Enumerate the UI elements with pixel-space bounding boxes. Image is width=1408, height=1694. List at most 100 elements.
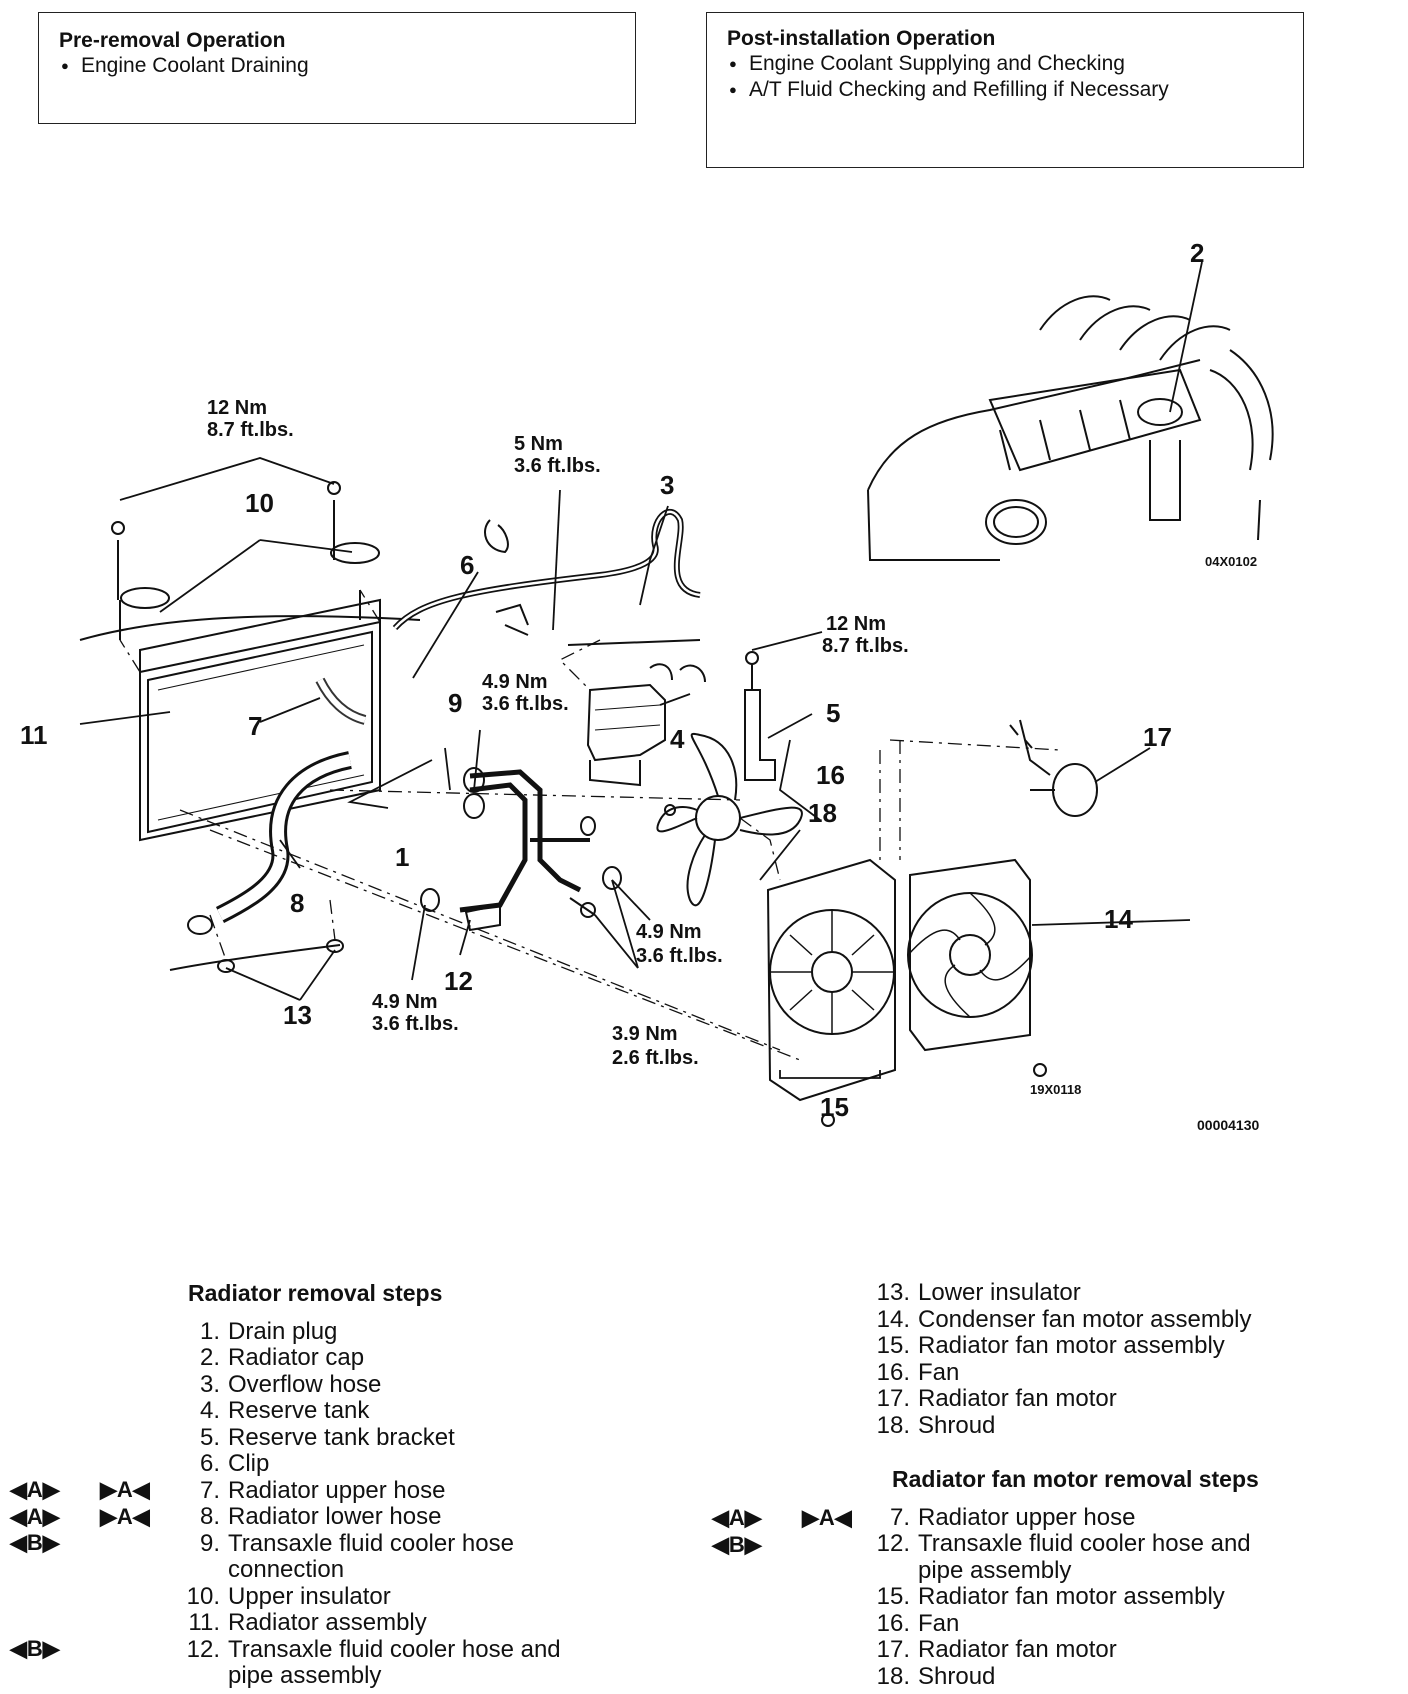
callout-15: 15 [820, 1092, 849, 1122]
step-number: 1. [199, 1317, 220, 1345]
step-label: Transaxle fluid cooler hose and [918, 1530, 1251, 1557]
radiator-removal-heading: Radiator removal steps [188, 1280, 443, 1306]
step-number: 18. [876, 1662, 910, 1690]
callout-5: 5 [826, 698, 840, 728]
page-code: 00004130 [1197, 1117, 1260, 1133]
callout-12: 12 [444, 966, 473, 996]
step-label: Shroud [918, 1411, 996, 1439]
callout-18: 18 [808, 798, 837, 828]
step-label: Transaxle fluid cooler hose [228, 1529, 514, 1557]
shroud-illustration [766, 858, 896, 1127]
callout-numbers: 1 2 3 4 5 6 7 8 9 10 11 12 13 14 15 16 1… [20, 238, 1204, 1122]
condenser-fan-illustration [907, 858, 1047, 1077]
engine-code: 04X0102 [1205, 554, 1257, 569]
step-item: 15.Radiator fan motor assembly [868, 1332, 1388, 1360]
transaxle-pipe-illustration [420, 767, 622, 932]
fan-motor-illustration [1009, 719, 1098, 817]
step-number: 10. [186, 1582, 220, 1610]
step-label: Radiator cap [228, 1344, 365, 1371]
callout-6: 6 [460, 550, 474, 580]
post-installation-item: A/T Fluid Checking and Refilling if Nece… [727, 77, 1303, 103]
callout-7: 7 [248, 711, 262, 741]
callout-8: 8 [290, 888, 304, 918]
step-item: 4.Reserve tank [178, 1397, 658, 1425]
torque-fan-bolts-ftlb: 2.6 ft.lbs. [612, 1047, 699, 1069]
step-label: Radiator fan motor [918, 1636, 1117, 1663]
callout-13: 13 [283, 1000, 312, 1030]
step-item: 11.Radiator assembly [178, 1609, 658, 1637]
step-item: 17.Radiator fan motor [868, 1385, 1388, 1413]
reference-codes: 04X0102 19X0118 00004130 [1030, 554, 1260, 1133]
torque-upper-insulator-nm: 12 Nm [207, 397, 267, 419]
torque-pipe-lower-ftlb: 3.6 ft.lbs. [372, 1013, 459, 1035]
step-number: 5. [199, 1423, 220, 1451]
step-label: Upper insulator [228, 1582, 391, 1610]
step-item: 9. Transaxle fluid cooler hose [178, 1529, 658, 1558]
torque-hose-conn-nm: 4.9 Nm [482, 671, 548, 693]
step-item: 1. Drain plug [178, 1317, 658, 1346]
callout-4: 4 [670, 724, 685, 754]
callout-16: 16 [816, 760, 845, 790]
step-label: Clip [228, 1450, 270, 1477]
step-number [178, 1557, 228, 1584]
torque-hose-conn-ftlb: 3.6 ft.lbs. [482, 693, 569, 715]
step-item: 8.Radiator lower hose [178, 1503, 658, 1531]
step-item: 2.Radiator cap [178, 1344, 658, 1372]
step-number: 17. [876, 1636, 910, 1663]
step-label: Radiator upper hose [918, 1503, 1136, 1531]
step-number: 14. [876, 1305, 910, 1333]
step-item: 17. Radiator fan motor [868, 1636, 1388, 1664]
step-number: 9. [199, 1529, 220, 1557]
step-number: 13. [876, 1279, 910, 1306]
callout-leaders [79, 261, 1203, 1079]
reserve-tank-illustration [392, 509, 706, 787]
step-item: 10. Upper insulator [178, 1582, 658, 1611]
callout-17: 17 [1143, 722, 1172, 752]
step-label: Shroud [918, 1662, 996, 1690]
callout-9: 9 [448, 688, 462, 718]
step-label: Drain plug [228, 1317, 338, 1345]
step-label: Fan [918, 1609, 960, 1637]
step-label: Condenser fan motor assembly [918, 1305, 1252, 1333]
removal-service-mark: ◀A▶ [10, 1477, 60, 1502]
step-label: pipe assembly [228, 1662, 382, 1689]
step-number: 7. [889, 1503, 910, 1531]
post-installation-title: Post-installation Operation [727, 27, 996, 50]
step-item: 18. Shroud [868, 1662, 1388, 1691]
fan-illustration [656, 732, 803, 907]
installation-service-mark: ▶A◀ [802, 1505, 852, 1530]
step-number [868, 1558, 918, 1585]
step-item: 13. Lower insulator [868, 1279, 1388, 1307]
step-number: 18. [876, 1411, 910, 1439]
callout-3: 3 [660, 470, 674, 500]
step-item: 14. Condenser fan motor assembly [868, 1305, 1388, 1334]
torque-upper-insulator-ftlb: 8.7 ft.lbs. [207, 419, 294, 441]
torque-fan-bolts-nm: 3.9 Nm [612, 1023, 678, 1045]
torque-pipe-right-nm: 4.9 Nm [636, 921, 702, 943]
torque-bracket-nm: 12 Nm [826, 613, 886, 635]
engine-illustration [867, 295, 1274, 561]
step-item: 12.Transaxle fluid cooler hose and [868, 1530, 1388, 1558]
fan-code: 19X0118 [1030, 1082, 1081, 1097]
installation-service-mark: ▶A◀ [100, 1477, 150, 1502]
step-number: 16. [876, 1609, 910, 1637]
step-item: connection [178, 1556, 658, 1584]
step-number: 8. [199, 1503, 220, 1530]
step-label: Lower insulator [918, 1279, 1081, 1306]
callout-11: 11 [20, 720, 48, 750]
removal-service-mark: ◀B▶ [10, 1636, 60, 1661]
removal-service-mark: ◀A▶ [10, 1503, 60, 1529]
step-number: 3. [199, 1370, 220, 1398]
torque-bracket-ftlb: 8.7 ft.lbs. [822, 635, 909, 657]
bracket-illustration [744, 651, 776, 781]
dashed-leader-lines [119, 589, 1061, 1061]
radiator-removal-steps-continued: 13. Lower insulator 14. Condenser fan motor… [868, 1279, 1388, 1439]
removal-service-mark: ◀A▶ [712, 1505, 762, 1530]
step-label: Transaxle fluid cooler hose and [228, 1635, 561, 1663]
step-label: Fan [918, 1358, 960, 1386]
callout-2: 2 [1190, 238, 1204, 268]
step-number: 16. [876, 1358, 910, 1386]
callout-10: 10 [245, 488, 274, 518]
step-item: 12.Transaxle fluid cooler hose and [178, 1635, 658, 1664]
